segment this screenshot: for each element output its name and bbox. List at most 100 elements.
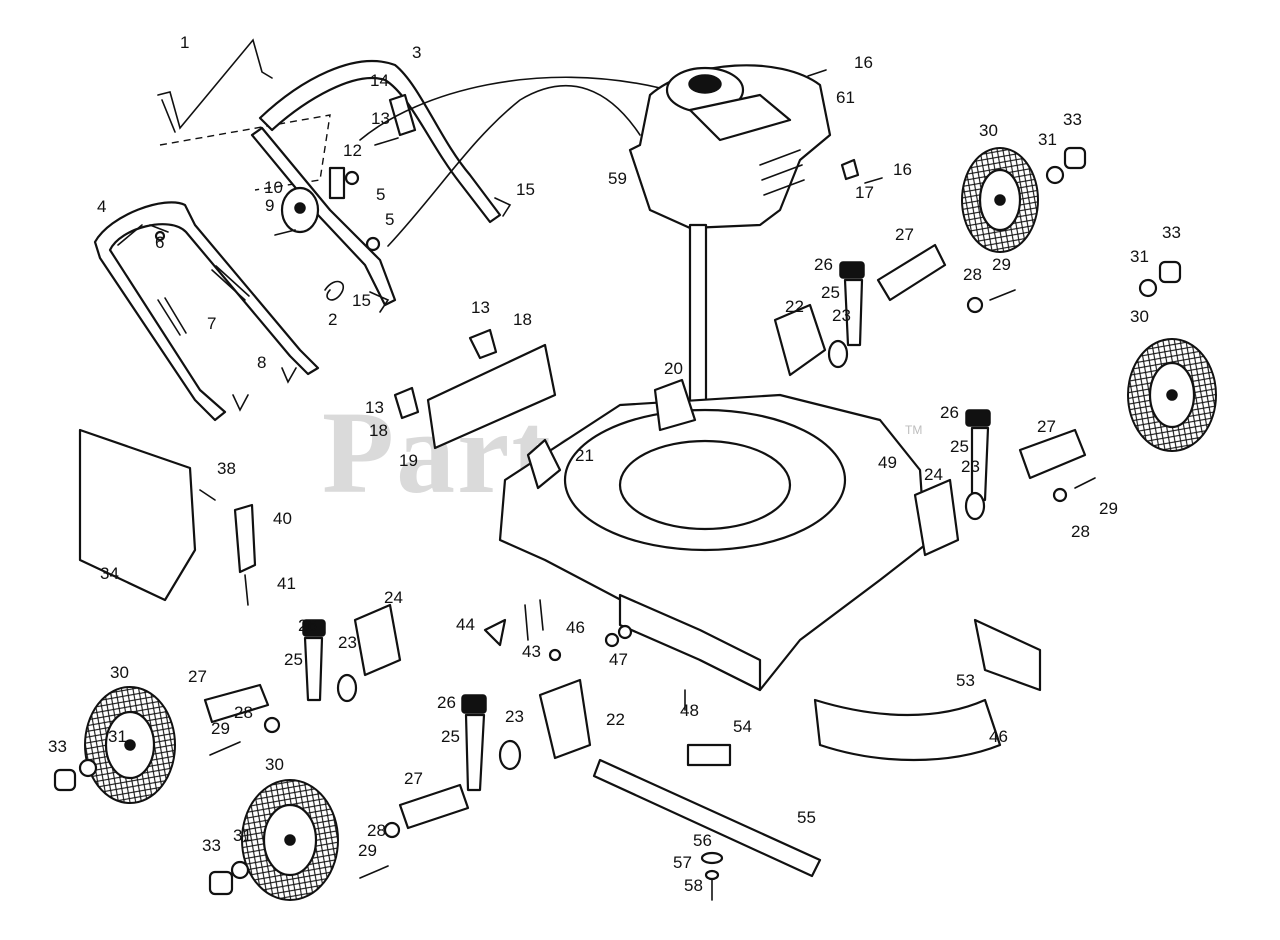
callout-c43: 43 [522, 642, 541, 661]
part-43-bolts [524, 599, 544, 641]
callout-c24b: 24 [384, 588, 403, 607]
part-23-washers [336, 339, 986, 771]
callout-c54: 54 [733, 717, 752, 736]
callout-c38: 38 [217, 459, 236, 478]
callout-c27d: 27 [404, 769, 423, 788]
callout-c22b: 22 [606, 710, 625, 729]
part-44-cap [483, 618, 507, 647]
part-5-nut-b [365, 236, 381, 252]
dashed-assembly-line [159, 114, 331, 191]
callout-c20: 20 [664, 359, 683, 378]
callout-c29a: 29 [992, 255, 1011, 274]
callout-c29d: 29 [358, 841, 377, 860]
callout-c16b: 16 [893, 160, 912, 179]
callout-c26a: 26 [814, 255, 833, 274]
callout-c48: 48 [680, 701, 699, 720]
part-30-wheel-rear-right [961, 147, 1039, 253]
part-8-clips [232, 367, 297, 412]
callout-c28d: 28 [367, 821, 386, 840]
callout-c14: 14 [370, 71, 389, 90]
part-2-cable-clip [324, 280, 345, 301]
callout-c23a: 23 [832, 306, 851, 325]
part-56-washer [700, 851, 724, 865]
callout-c23b: 23 [961, 457, 980, 476]
callout-c58: 58 [684, 876, 703, 895]
part-17-bracket [840, 158, 860, 181]
callout-c22a: 22 [785, 297, 804, 316]
part-49-deck [498, 393, 927, 692]
part-30-wheel-rear-left [84, 686, 176, 804]
part-9-bolt [274, 229, 296, 236]
callout-c33a: 33 [1063, 110, 1082, 129]
callout-c4: 4 [97, 197, 106, 216]
callout-c29b: 29 [1099, 499, 1118, 518]
callout-c23c: 23 [338, 633, 357, 652]
callout-c13c: 13 [365, 398, 384, 417]
callout-c3: 3 [412, 43, 421, 62]
part-55-blade [592, 758, 822, 878]
part-34-rear-flap [78, 428, 197, 602]
callout-c31c: 31 [108, 727, 127, 746]
callout-c31d: 31 [233, 826, 252, 845]
part-38-spring [199, 489, 216, 501]
callout-c40: 40 [273, 509, 292, 528]
callout-c13b: 13 [471, 298, 490, 317]
part-21-bracket [526, 438, 562, 490]
callout-c19: 19 [399, 451, 418, 470]
part-16-screw-a [807, 69, 827, 77]
callout-c47: 47 [609, 650, 628, 669]
callout-c17: 17 [855, 183, 874, 202]
callout-c55: 55 [797, 808, 816, 827]
callout-c27b: 27 [1037, 417, 1056, 436]
part-15-clip-b [369, 291, 390, 313]
part-12-bracket [328, 166, 346, 200]
callout-c30d: 30 [265, 755, 284, 774]
callout-c1: 1 [180, 33, 189, 52]
part-47-nut-b [617, 624, 633, 640]
callout-c44: 44 [456, 615, 475, 634]
part-15-clip-a [494, 197, 512, 217]
part-1-cable-bracket [157, 38, 273, 133]
watermark-trademark: TM [905, 423, 922, 437]
callout-c18a: 18 [513, 310, 532, 329]
callout-c16a: 16 [854, 53, 873, 72]
callout-c30b: 30 [1130, 307, 1149, 326]
part-53-skirt [813, 618, 1042, 762]
callout-c23d: 23 [505, 707, 524, 726]
callout-c2: 2 [328, 310, 337, 329]
callout-c61: 61 [836, 88, 855, 107]
callout-c12: 12 [343, 141, 362, 160]
part-13-screw [374, 137, 399, 146]
callout-c33c: 33 [48, 737, 67, 756]
part-10-control [280, 186, 320, 234]
callout-c46a: 46 [566, 618, 585, 637]
part-22-24-gear-plates [353, 303, 960, 760]
callout-c5a: 5 [376, 185, 385, 204]
callout-c5b: 5 [385, 210, 394, 229]
part-19-baffle [426, 343, 557, 450]
callout-c27c: 27 [188, 667, 207, 686]
callout-c49: 49 [878, 453, 897, 472]
part-18-clip-b [393, 386, 420, 420]
part-3-upper-handle [250, 60, 502, 307]
callout-c9: 9 [265, 196, 274, 215]
callout-c30a: 30 [979, 121, 998, 140]
part-25-levers [303, 278, 990, 792]
callout-c13a: 13 [371, 109, 390, 128]
callout-c59: 59 [608, 169, 627, 188]
control-cable-upper [359, 76, 661, 141]
callout-c18b: 18 [369, 421, 388, 440]
callout-c33d: 33 [202, 836, 221, 855]
callout-c21: 21 [575, 446, 594, 465]
callout-c28b: 28 [1071, 522, 1090, 541]
callout-labels: 1314131251094651515278131813181920211661… [48, 33, 1181, 895]
callout-c25d: 25 [441, 727, 460, 746]
callout-c26c: 26 [298, 616, 317, 635]
callout-c15a: 15 [516, 180, 535, 199]
callout-c29c: 29 [211, 719, 230, 738]
callout-c10: 10 [264, 178, 283, 197]
callout-c46b: 46 [989, 727, 1008, 746]
part-4-lower-handle [93, 201, 320, 422]
part-30-wheel-front-left [241, 779, 339, 901]
callout-c26d: 26 [437, 693, 456, 712]
